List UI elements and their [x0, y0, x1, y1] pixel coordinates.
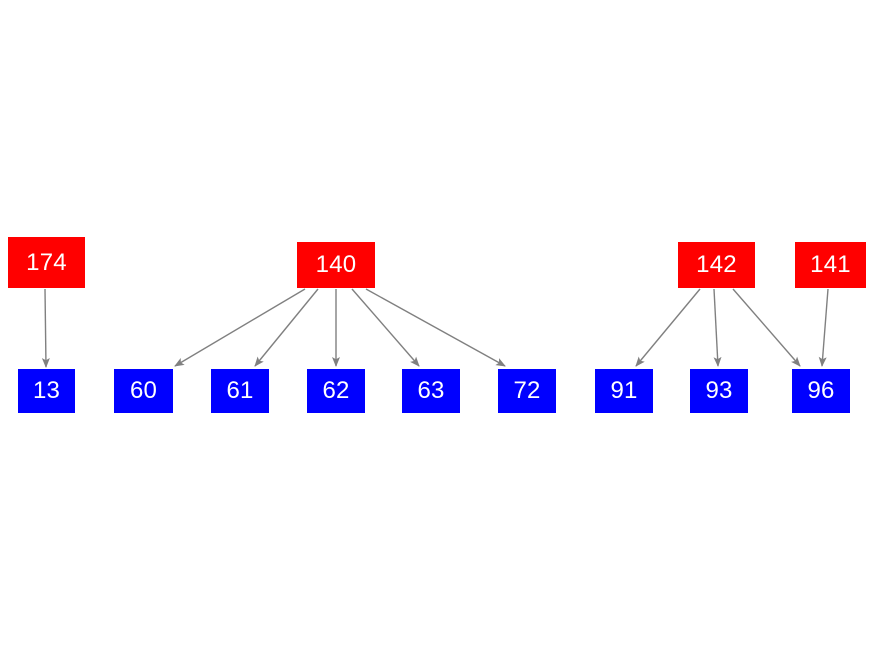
node-label: 140 [315, 251, 357, 278]
node-label: 72 [513, 377, 541, 404]
edge-140-to-63 [351, 288, 420, 367]
edge-142-to-91 [635, 288, 701, 367]
node-label: 174 [26, 248, 67, 276]
edge-141-to-96 [818, 288, 829, 367]
edge-140-to-72 [365, 288, 506, 367]
child-node-63[interactable]: 63 [402, 369, 460, 413]
child-node-93[interactable]: 93 [690, 369, 748, 413]
edge-142-to-96 [732, 288, 801, 367]
node-label: 62 [322, 377, 350, 404]
child-node-13[interactable]: 13 [18, 369, 75, 413]
node-label: 93 [705, 377, 733, 404]
node-label: 142 [696, 251, 737, 278]
node-label: 96 [807, 377, 835, 404]
edge-140-to-60 [174, 288, 306, 367]
child-node-91[interactable]: 91 [595, 369, 653, 413]
node-label: 91 [610, 377, 638, 404]
edges-group [41, 288, 829, 368]
parent-node-140[interactable]: 140 [297, 242, 375, 288]
node-label: 141 [810, 251, 851, 278]
child-node-62[interactable]: 62 [307, 369, 365, 413]
parent-node-141[interactable]: 141 [795, 242, 866, 288]
child-node-61[interactable]: 61 [211, 369, 269, 413]
edge-140-to-61 [254, 288, 319, 367]
parent-node-142[interactable]: 142 [678, 242, 755, 288]
child-node-96[interactable]: 96 [792, 369, 850, 413]
node-label: 63 [417, 377, 445, 404]
node-label: 13 [32, 377, 61, 404]
child-node-72[interactable]: 72 [498, 369, 556, 413]
parent-node-174[interactable]: 174 [8, 237, 85, 288]
edge-174-to-13 [41, 288, 50, 368]
child-node-60[interactable]: 60 [114, 369, 173, 413]
node-label: 60 [129, 377, 158, 404]
node-label: 61 [226, 377, 254, 404]
edge-142-to-93 [713, 288, 722, 367]
